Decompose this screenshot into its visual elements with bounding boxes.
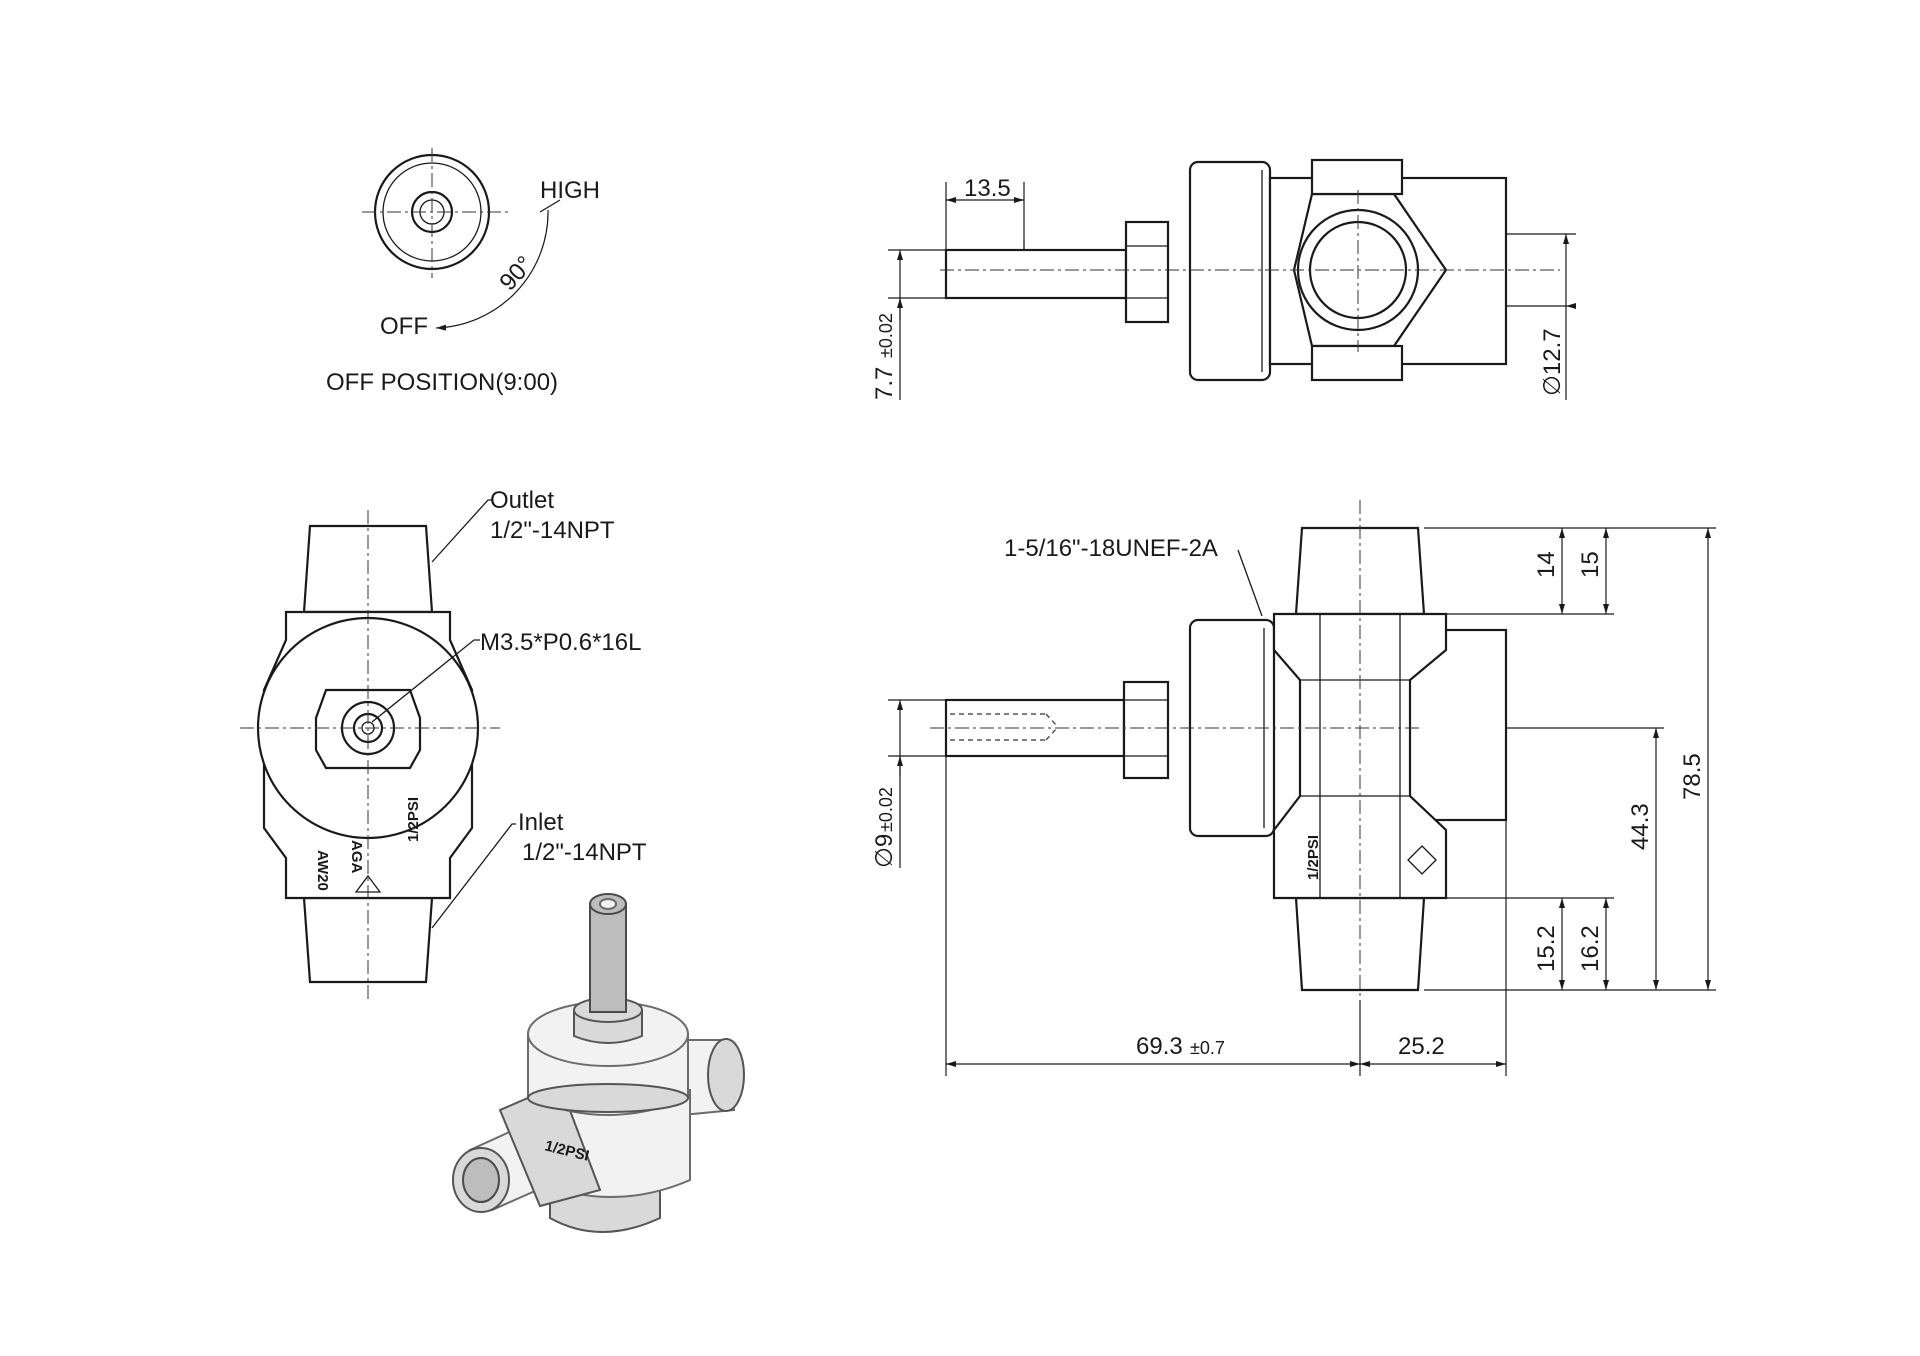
dim-44-3: 44.3 — [1627, 803, 1654, 850]
isometric-view: 1/2PSI — [452, 893, 745, 1233]
dim-shaft-tolerance: ±0.02 — [876, 787, 896, 832]
dim-14: 14 — [1533, 551, 1560, 578]
dim-shaft-diameter: ∅9 — [871, 834, 898, 868]
dim-69-3: 69.3 — [1136, 1033, 1183, 1060]
dim-16-2: 16.2 — [1577, 925, 1604, 972]
inlet-thread: 1/2"-14NPT — [522, 839, 647, 866]
dim-69-3-tolerance: ±0.7 — [1190, 1038, 1225, 1058]
inlet-label: Inlet — [518, 809, 564, 836]
thread-spec: 1-5/16"-18UNEF-2A — [1004, 535, 1218, 562]
outlet-label: Outlet — [490, 487, 554, 514]
off-label: OFF — [380, 313, 428, 340]
top-view: 13.5 7.7 ±0.02 ∅12.7 — [871, 158, 1576, 400]
high-label: HIGH — [540, 177, 600, 204]
side-view: 1/2PSI 1-5/16"-18UNEF-2A 14 15 78.5 44.3… — [871, 500, 1716, 1076]
front-view: AW20 AGA 1/2PSI Outlet 1/2"-14NPT M3.5*P… — [240, 487, 647, 1000]
side-marking-pressure: 1/2PSI — [1305, 835, 1322, 880]
dim-15-2: 15.2 — [1533, 925, 1560, 972]
dim-stem-tolerance: ±0.02 — [876, 313, 896, 358]
angle-label: 90° — [494, 251, 538, 296]
marking-pressure: 1/2PSI — [405, 797, 422, 842]
dim-78-5: 78.5 — [1679, 753, 1706, 800]
dim-port-diameter: ∅12.7 — [1539, 328, 1566, 396]
screw-spec: M3.5*P0.6*16L — [480, 629, 641, 656]
outlet-thread: 1/2"-14NPT — [490, 517, 615, 544]
marking-brand: AGA — [348, 840, 365, 874]
dim-25-2: 25.2 — [1398, 1033, 1445, 1060]
marking-model: AW20 — [314, 850, 331, 891]
dim-stem-diameter: 7.7 — [871, 367, 898, 400]
dim-stem-length: 13.5 — [964, 175, 1011, 202]
off-position-view: HIGH OFF 90° OFF POSITION(9:00) — [326, 148, 600, 396]
off-position-caption: OFF POSITION(9:00) — [326, 369, 558, 396]
dim-15: 15 — [1577, 551, 1604, 578]
